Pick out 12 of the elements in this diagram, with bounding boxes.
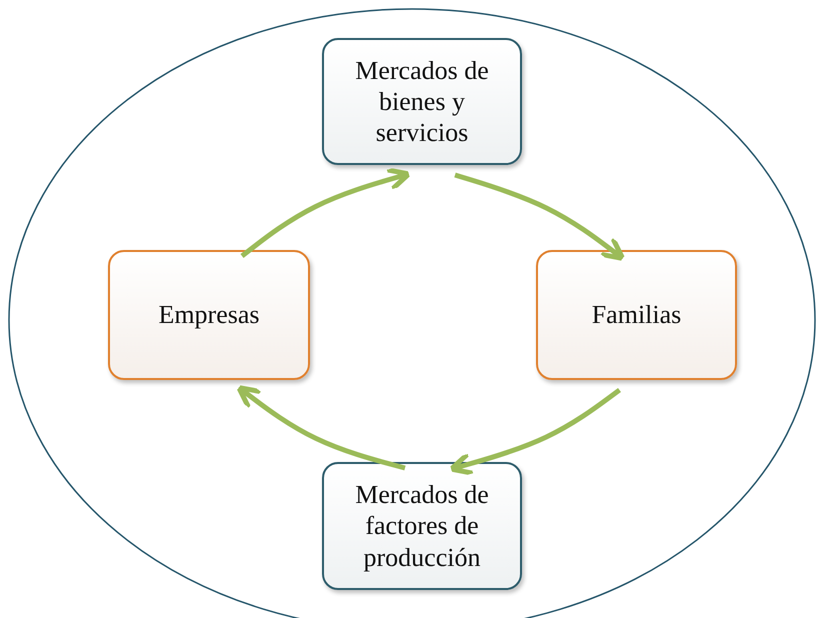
arrow bbox=[454, 172, 626, 261]
box-label: Familias bbox=[590, 299, 682, 331]
arrow bbox=[240, 167, 412, 258]
process-box bbox=[536, 250, 737, 380]
process-box bbox=[108, 250, 310, 380]
process-box bbox=[322, 38, 522, 165]
process-box bbox=[322, 462, 522, 590]
arrow bbox=[236, 385, 406, 470]
box-label: Mercados de bienes y servicios bbox=[354, 54, 490, 148]
arrow bbox=[448, 388, 621, 476]
box-label: Empresas bbox=[157, 299, 261, 331]
box-label: Mercados de factores de producción bbox=[354, 479, 490, 573]
